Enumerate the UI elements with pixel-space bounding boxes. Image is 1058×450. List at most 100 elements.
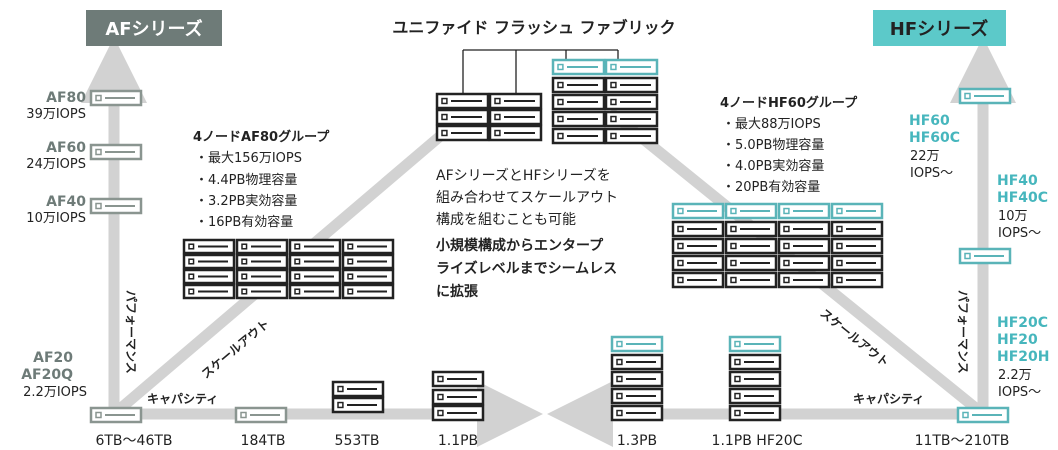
fabric-af-unit — [488, 124, 543, 142]
af-group-item-2: ・4.4PB物理容量 — [195, 172, 297, 188]
hf-group-unit — [671, 237, 725, 255]
hf-group-item-3: ・4.0PB実効容量 — [722, 158, 824, 174]
fabric-af-unit — [435, 92, 490, 110]
af20-unit-icon — [89, 406, 143, 424]
stack-11pb-unit — [431, 404, 485, 422]
cap-553tb: 553TB — [335, 433, 380, 449]
center-bold-line-2: ライズレベルまでシームレス — [436, 260, 617, 277]
af80-4node-group-chassis — [182, 238, 395, 300]
af60-name: AF60 — [46, 140, 86, 156]
hf60-name: HF60 — [909, 113, 950, 129]
hf-group-item-4: ・20PB有効容量 — [722, 179, 820, 195]
af-1-1pb-stack — [431, 370, 485, 422]
fabric-af-unit — [488, 108, 543, 126]
hf60-iops-1: 22万 — [910, 149, 940, 164]
hf20-iops-2: IOPS～ — [998, 385, 1041, 400]
fabric-af-unit — [435, 124, 490, 142]
af-group-unit — [235, 268, 289, 285]
hf-group-unit — [777, 220, 831, 238]
af-group-unit — [341, 238, 395, 255]
af-group-item-1: ・最大156万IOPS — [195, 151, 302, 166]
hf60-iops-2: IOPS～ — [910, 166, 953, 181]
hf-group-unit — [671, 220, 725, 238]
hf-group-top-unit — [830, 202, 884, 220]
cap-1-1pb-hf20c: 1.1PB HF20C — [712, 433, 803, 449]
fabric-hf-unit — [551, 93, 606, 111]
hf40-iops-1: 10万 — [998, 209, 1028, 224]
center-desc-line-1: AFシリーズとHFシリーズを — [436, 168, 611, 184]
stack-553-unit — [331, 396, 385, 414]
fabric-hf-unit — [551, 127, 606, 145]
hf-group-unit — [777, 237, 831, 255]
af40-unit-icon — [89, 197, 143, 215]
hf-group-top-unit — [671, 202, 725, 220]
hf-group-unit — [724, 271, 778, 289]
stack-13pb-unit — [610, 387, 664, 405]
af80-iops: 39万IOPS — [26, 107, 86, 122]
af60-unit-icon — [89, 143, 143, 161]
stack-11pb-top-unit — [431, 370, 485, 388]
fabric-hf-chassis — [551, 58, 659, 145]
af40-name: AF40 — [46, 194, 86, 210]
unified-flash-fabric-title: ユニファイド フラッシュ ファブリック — [392, 18, 675, 37]
cap-1-1pb: 1.1PB — [438, 433, 478, 449]
af-group-unit — [182, 268, 236, 285]
af-group-unit — [182, 253, 236, 270]
af-group-unit — [341, 283, 395, 300]
cap-1-3pb: 1.3PB — [617, 433, 657, 449]
hf-group-top-unit — [777, 202, 831, 220]
hf-capacity-label: キャパシティ — [853, 392, 924, 406]
af-group-unit — [341, 268, 395, 285]
stack-hf20c-unit — [728, 370, 782, 388]
hf20c-1-1pb-stack — [728, 335, 782, 422]
hf60-unit-icon — [958, 87, 1012, 105]
hf40-iops-2: IOPS～ — [998, 226, 1041, 241]
af-group-unit — [182, 283, 236, 300]
hf-group-unit — [671, 254, 725, 272]
hf-group-unit — [830, 237, 884, 255]
hf-1-3pb-stack — [610, 335, 664, 422]
hf20-iops-1: 2.2万 — [998, 368, 1032, 383]
hf40-unit-icon — [958, 247, 1012, 265]
af20-iops: 2.2万IOPS — [23, 385, 87, 400]
af-group-unit — [288, 283, 342, 300]
hf40-name: HF40 — [997, 173, 1038, 189]
fabric-af-unit — [435, 108, 490, 126]
af-group-unit — [235, 238, 289, 255]
af-series-title: AFシリーズ — [105, 18, 202, 40]
fabric-hf-unit — [604, 110, 659, 128]
fabric-hf-top-unit — [604, 58, 659, 76]
hf-group-unit — [830, 271, 884, 289]
hf-group-unit — [777, 254, 831, 272]
cap-6tb-46tb: 6TB～46TB — [95, 433, 172, 449]
hf-group-top-unit — [724, 202, 778, 220]
af-capacity-label: キャパシティ — [147, 392, 218, 406]
af-group-unit — [182, 238, 236, 255]
hf20h-name: HF20H — [997, 349, 1049, 365]
af-group-unit — [288, 268, 342, 285]
hf-group-unit — [724, 254, 778, 272]
center-desc-line-3: 構成を組むことも可能 — [436, 212, 576, 228]
af-184tb-unit-icon — [234, 406, 288, 424]
af80-name: AF80 — [46, 90, 86, 106]
af80-unit-icon — [89, 89, 143, 107]
af20q-name: AF20Q — [21, 367, 73, 383]
center-bold-line-1: 小規模構成からエンタープ — [436, 237, 604, 254]
af-group-item-4: ・16PB有効容量 — [195, 214, 293, 230]
af-group-unit — [288, 238, 342, 255]
af-series-banner — [86, 10, 222, 46]
hf-group-unit — [724, 237, 778, 255]
fabric-hf-top-unit — [551, 58, 606, 76]
hf-group-unit — [830, 220, 884, 238]
fabric-hf-unit — [551, 110, 606, 128]
fabric-hf-unit — [604, 93, 659, 111]
stack-13pb-unit — [610, 404, 664, 422]
hf-group-unit — [777, 271, 831, 289]
hf20-name: HF20 — [997, 332, 1038, 348]
center-bold-line-3: に拡張 — [436, 283, 479, 300]
hf-group-title: 4ノードHF60グループ — [720, 95, 858, 111]
fabric-af-unit — [488, 92, 543, 110]
af-group-unit — [341, 253, 395, 270]
af-group-item-3: ・3.2PB実効容量 — [195, 193, 297, 209]
af60-iops: 24万IOPS — [26, 157, 86, 172]
